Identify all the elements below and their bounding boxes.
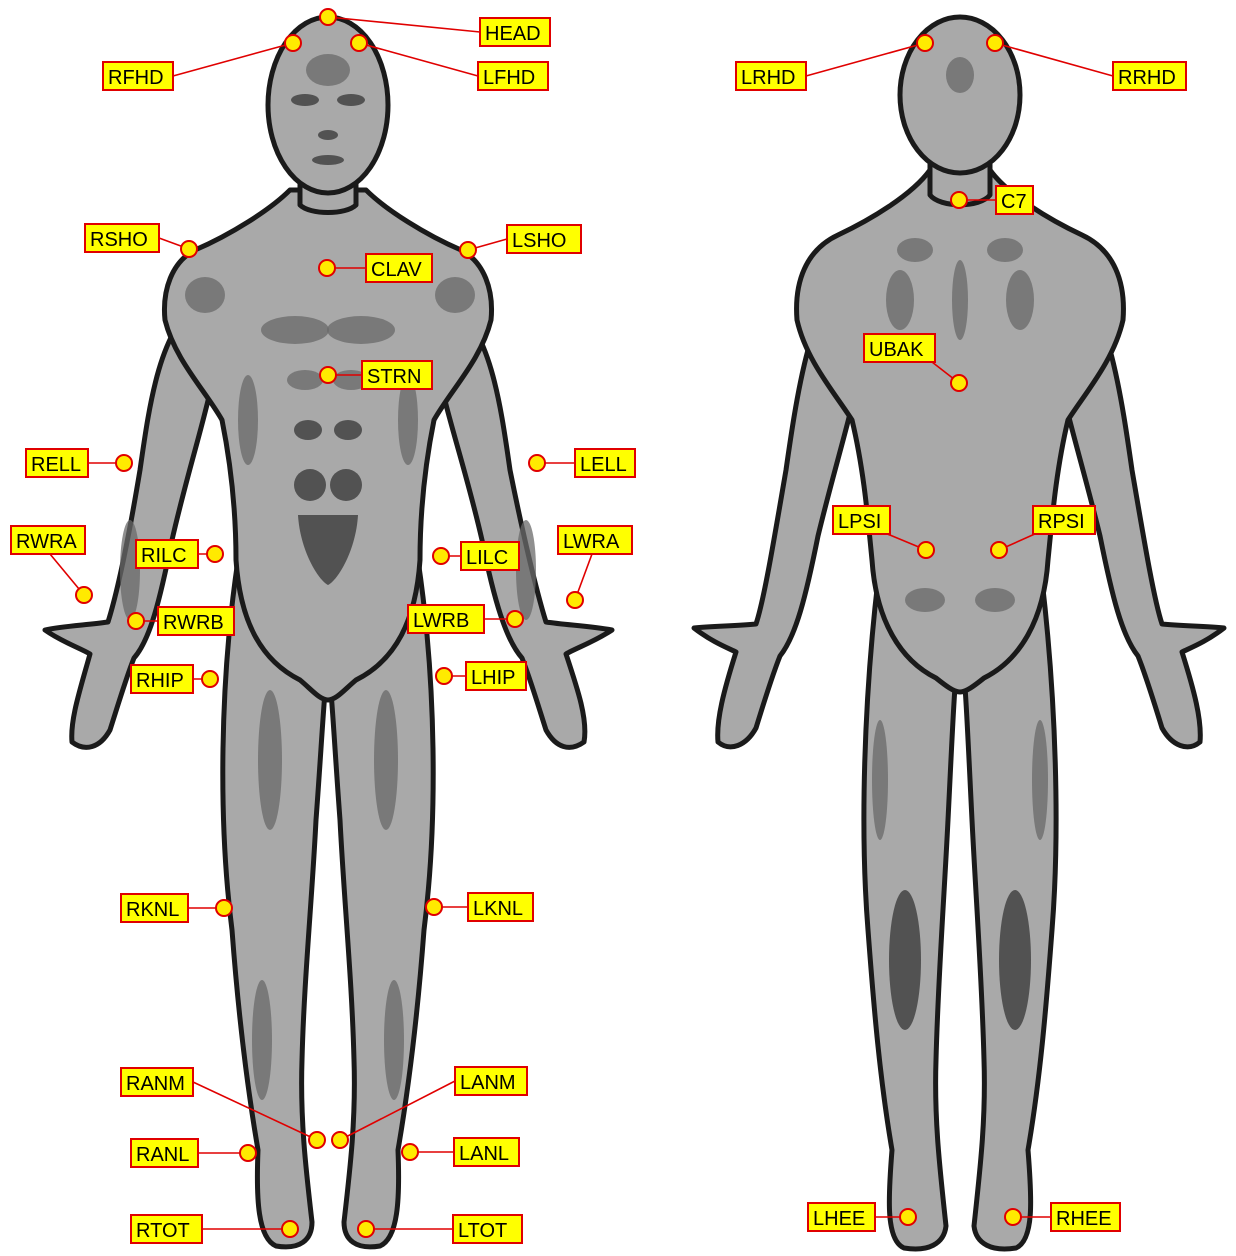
label-lanl: LANL bbox=[459, 1143, 509, 1165]
label-lknl: LKNL bbox=[473, 898, 523, 920]
marker-rsho: RSHO bbox=[85, 224, 197, 257]
label-lrhd: LRHD bbox=[741, 67, 795, 89]
marker-rell: RELL bbox=[26, 449, 132, 477]
label-lell: LELL bbox=[580, 454, 627, 476]
marker-rilc: RILC bbox=[136, 540, 223, 568]
label-lilc: LILC bbox=[466, 547, 508, 569]
marker-lilc: LILC bbox=[433, 542, 519, 570]
label-rfhd: RFHD bbox=[108, 67, 164, 89]
label-lwrb: LWRB bbox=[413, 610, 469, 632]
label-rsho: RSHO bbox=[90, 229, 148, 251]
label-clav: CLAV bbox=[371, 259, 422, 281]
label-strn: STRN bbox=[367, 366, 421, 388]
label-rilc: RILC bbox=[141, 545, 187, 567]
marker-ranl: RANL bbox=[131, 1139, 256, 1167]
label-rell: RELL bbox=[31, 454, 81, 476]
label-ubak: UBAK bbox=[869, 339, 924, 361]
label-ranm: RANM bbox=[126, 1073, 185, 1095]
label-ranl: RANL bbox=[136, 1144, 189, 1166]
label-rrhd: RRHD bbox=[1118, 67, 1176, 89]
marker-rhip: RHIP bbox=[131, 665, 218, 693]
marker-lhip: LHIP bbox=[436, 662, 526, 690]
marker-lell: LELL bbox=[529, 449, 635, 477]
marker-lanl: LANL bbox=[402, 1138, 519, 1166]
label-lhip: LHIP bbox=[471, 667, 515, 689]
marker-rwra: RWRA bbox=[11, 526, 92, 603]
label-lpsi: LPSI bbox=[838, 511, 881, 533]
label-lhee: LHEE bbox=[813, 1208, 865, 1230]
label-rpsi: RPSI bbox=[1038, 511, 1085, 533]
label-rknl: RKNL bbox=[126, 899, 179, 921]
label-rwra: RWRA bbox=[16, 531, 77, 553]
marker-lsho: LSHO bbox=[460, 225, 581, 258]
marker-lwra: LWRA bbox=[558, 526, 632, 608]
label-rwrb: RWRB bbox=[163, 612, 224, 634]
label-lsho: LSHO bbox=[512, 230, 566, 252]
label-rtot: RTOT bbox=[136, 1220, 190, 1242]
label-ltot: LTOT bbox=[458, 1220, 507, 1242]
marker-rknl: RKNL bbox=[121, 894, 232, 922]
label-lfhd: LFHD bbox=[483, 67, 535, 89]
marker-lknl: LKNL bbox=[426, 893, 533, 921]
label-lwra: LWRA bbox=[563, 531, 620, 553]
label-head: HEAD bbox=[485, 23, 541, 45]
label-rhee: RHEE bbox=[1056, 1208, 1112, 1230]
label-rhip: RHIP bbox=[136, 670, 184, 692]
front-body-figure bbox=[45, 17, 612, 1247]
label-c7: C7 bbox=[1001, 191, 1027, 213]
label-lanm: LANM bbox=[460, 1072, 516, 1094]
